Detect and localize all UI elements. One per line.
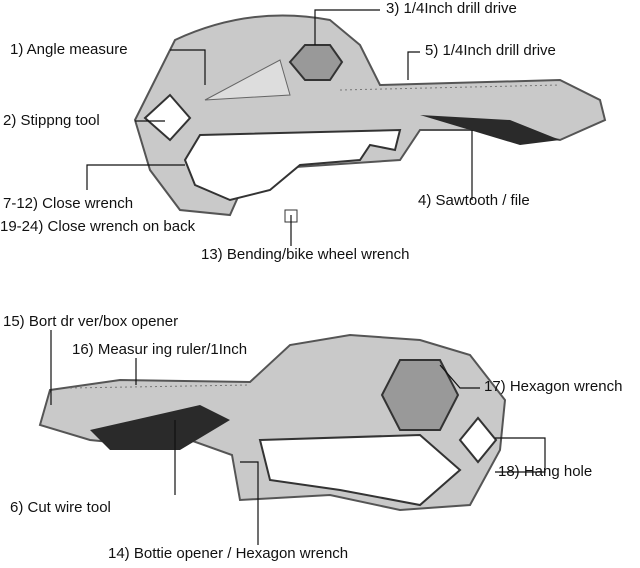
label-box-opener: 15) Bort dr ver/box opener	[3, 313, 179, 330]
angle-scale	[204, 59, 291, 101]
key-tool-front	[133, 14, 607, 223]
stripping-tool-hole	[143, 93, 192, 142]
wrench-opening	[183, 128, 402, 202]
label-angle-measure: 1) Angle measure	[10, 41, 128, 58]
label-measuring-ruler: 16) Measur ing ruler/1Inch	[72, 341, 248, 358]
label-close-wrench-back: 19-24) Close wrench on back	[0, 218, 196, 235]
hex-drill-drive	[288, 44, 344, 81]
sawtooth	[420, 115, 560, 145]
label-bending-wrench: 13) Bending/bike wheel wrench	[201, 246, 410, 263]
label-stripping-tool: 2) Stippng tool	[3, 112, 100, 129]
ruler-ticks	[69, 384, 251, 389]
label-drill-drive-side: 5) 1/4Inch drill drive	[425, 42, 556, 59]
leader-lines	[50, 9, 546, 545]
hexagon-wrench	[380, 359, 460, 431]
label-cut-wire-tool: 6) Cut wire tool	[10, 499, 111, 516]
ruler-ticks	[339, 84, 561, 91]
label-drill-drive-top: 3) 1/4Inch drill drive	[386, 0, 517, 17]
label-hang-hole: 18) Hang hole	[498, 463, 593, 480]
label-sawtooth: 4) Sawtooth / file	[418, 192, 530, 209]
label-close-wrench: 7-12) Close wrench	[3, 195, 134, 212]
bottle-opener-opening	[258, 433, 462, 507]
cut-wire-edge	[90, 405, 230, 450]
hang-hole	[458, 416, 498, 464]
label-bottle-opener: 14) Bottie opener / Hexagon wrench	[108, 545, 349, 562]
label-hexagon-wrench: 17) Hexagon wrench	[484, 378, 623, 395]
key-tool-back	[38, 333, 507, 512]
